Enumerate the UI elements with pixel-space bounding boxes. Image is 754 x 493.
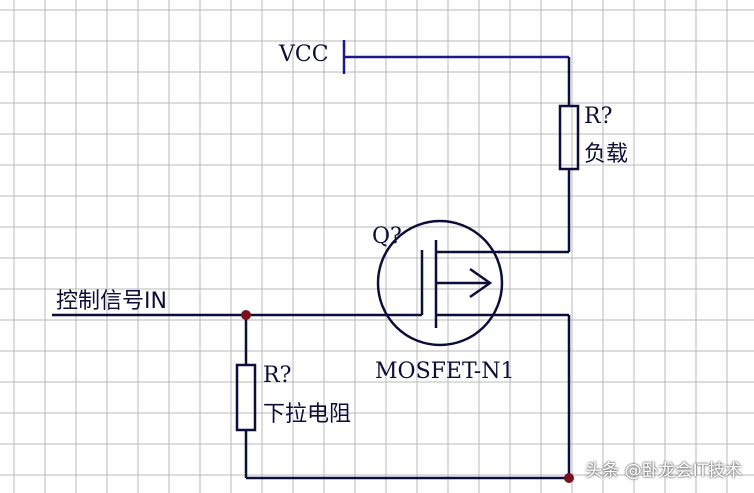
- ground-junction-dot: [564, 473, 574, 483]
- transistor-name: MOSFET-N1: [375, 359, 515, 384]
- mosfet-circle: [376, 219, 504, 347]
- transistor-designator: Q?: [372, 224, 402, 249]
- pulldown-resistor-designator: R?: [263, 363, 292, 388]
- pulldown-resistor-name: 下拉电阻: [263, 402, 352, 427]
- pulldown-resistor-body: [235, 363, 257, 432]
- load-resistor-designator: R?: [584, 104, 613, 129]
- load-resistor-body: [558, 104, 580, 171]
- vcc-label: VCC: [279, 42, 329, 67]
- watermark: 头条 @卧龙会IT技术: [585, 461, 742, 481]
- mosfet-arrow: [469, 267, 493, 299]
- input-signal-label: 控制信号IN: [56, 289, 167, 314]
- load-resistor-name: 负载: [584, 142, 629, 167]
- gate-junction-dot: [241, 310, 251, 320]
